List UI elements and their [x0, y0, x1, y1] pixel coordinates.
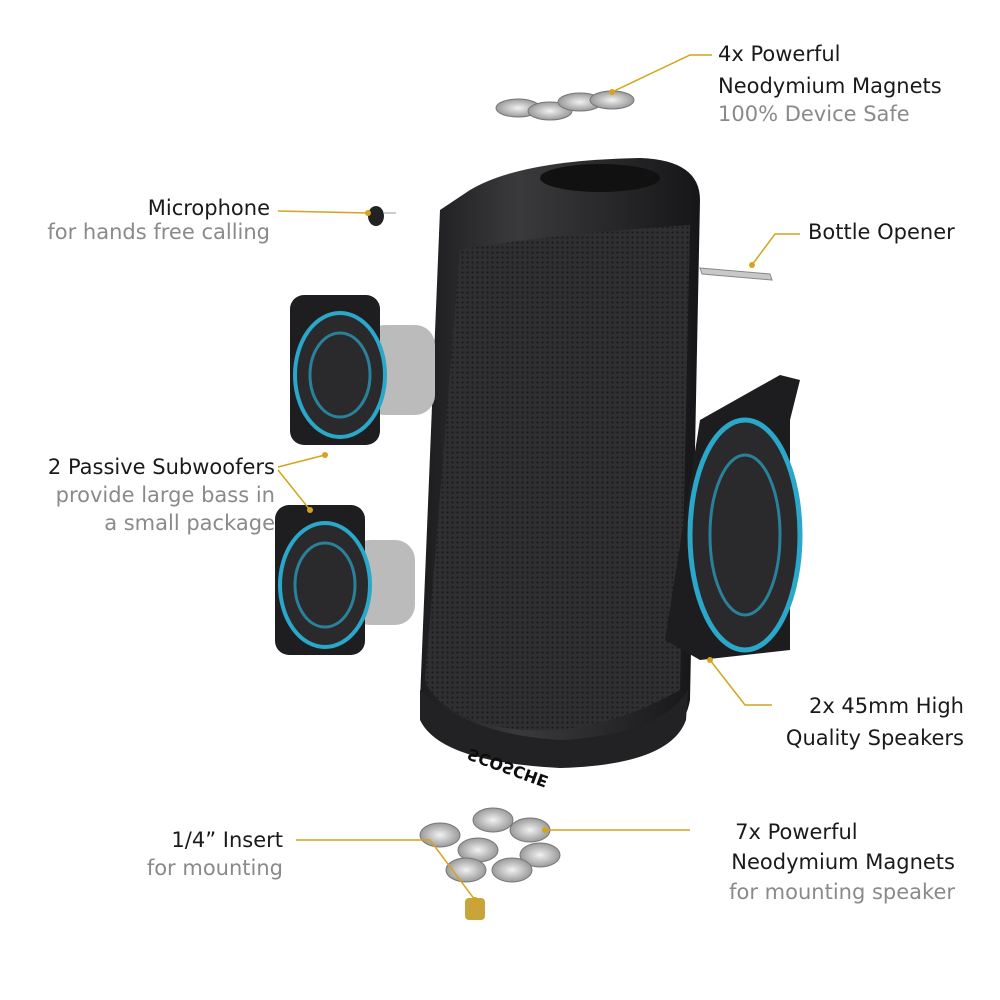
bottom-magnets-sub: for mounting speaker — [729, 880, 955, 904]
bottom-magnets-line1: 7x Powerful — [735, 820, 858, 844]
microphone-callout: Microphone for hands free calling — [47, 194, 270, 246]
speakers-line2: Quality Speakers — [785, 726, 964, 750]
subwoofers-sub2: a small package — [104, 511, 275, 535]
top-magnets-illustration — [495, 90, 635, 121]
microphone-title: Microphone — [147, 196, 270, 220]
speakers-callout: 2x 45mm High Quality Speakers — [786, 690, 964, 754]
bottom-magnets-illustration — [419, 807, 561, 883]
top-magnets-line2: Neodymium Magnets — [718, 74, 942, 98]
top-magnets-callout: 4x Powerful Neodymium Magnets 100% Devic… — [718, 40, 942, 128]
subwoofer-bottom — [275, 505, 415, 655]
microphone-illustration — [368, 206, 396, 226]
bottom-magnets-line2: Neodymium Magnets — [731, 850, 955, 874]
speakers-line1: 2x 45mm High — [808, 694, 964, 718]
top-magnets-sub: 100% Device Safe — [718, 102, 910, 126]
insert-sub: for mounting — [146, 856, 283, 880]
bottom-magnets-callout: 7x Powerful Neodymium Magnets for mounti… — [729, 817, 955, 907]
speaker-body: SCOSCHE — [420, 158, 700, 791]
top-magnets-line1: 4x Powerful — [718, 42, 841, 66]
bottle-opener-callout: Bottle Opener — [808, 220, 955, 244]
insert-illustration — [465, 898, 485, 920]
high-quality-speaker — [665, 375, 803, 660]
subwoofers-title: 2 Passive Subwoofers — [47, 455, 275, 479]
subwoofer-top — [290, 295, 435, 445]
insert-callout: 1/4” Insert for mounting — [147, 826, 283, 882]
insert-title: 1/4” Insert — [171, 828, 283, 852]
microphone-sub: for hands free calling — [47, 220, 270, 244]
subwoofers-sub1: provide large bass in — [55, 483, 275, 507]
bottle-opener-illustration — [699, 267, 773, 281]
leader-lines — [277, 54, 800, 901]
subwoofers-callout: 2 Passive Subwoofers provide large bass … — [48, 453, 275, 537]
